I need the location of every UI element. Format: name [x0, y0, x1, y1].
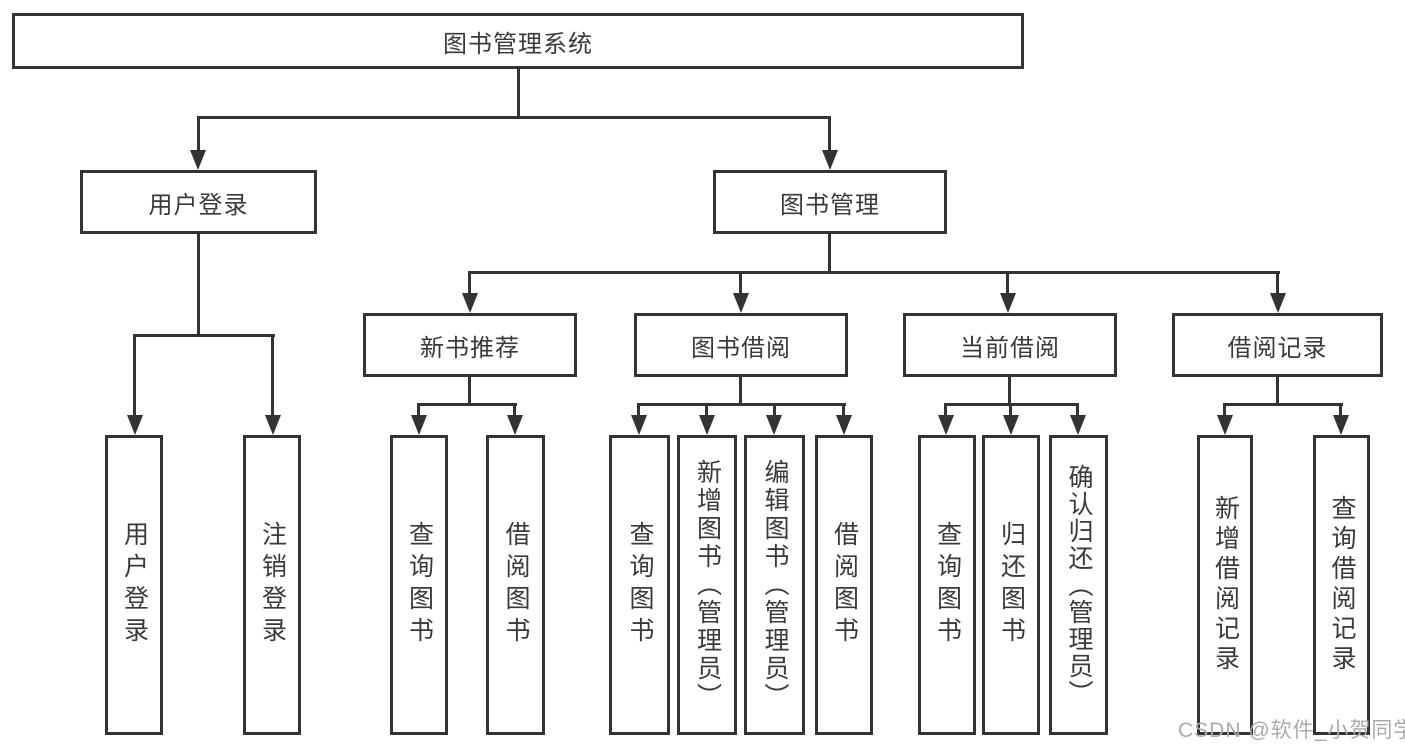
node-book-borrow: 图书借阅: [634, 313, 848, 377]
arrow-down-icon: [631, 415, 647, 435]
node-leaf-nb-query-books: 查询图书: [390, 435, 448, 735]
leaf-label: 用户登录: [120, 521, 149, 649]
connector-book-mgmt-rail: [469, 271, 1280, 274]
connector-to-br-query: [1339, 403, 1342, 417]
node-leaf-bb-edit-books-admin: 编辑图书（管理员）: [744, 435, 805, 735]
connector-to-nb-query: [417, 403, 420, 417]
arrow-down-icon: [190, 150, 206, 170]
connector-to-leaf-user-login: [133, 334, 136, 417]
connector-user-login-stem: [197, 234, 200, 337]
connector-to-nb-borrow: [513, 403, 516, 417]
arrow-down-icon: [1217, 415, 1233, 435]
arrow-down-icon: [733, 293, 749, 313]
connector-to-user-login: [197, 116, 200, 152]
leaf-label: 新增图书（管理员）: [693, 459, 722, 711]
node-book-management: 图书管理: [713, 170, 947, 234]
node-leaf-bb-query-books: 查询图书: [609, 435, 670, 735]
leaf-label: 查询借阅记录: [1328, 495, 1356, 675]
connector-to-current-borrow: [1006, 271, 1009, 295]
node-current-borrow: 当前借阅: [903, 313, 1117, 377]
connector-to-bb-edit: [773, 403, 776, 417]
arrow-down-icon: [127, 415, 143, 435]
watermark-text: CSDN @软件_小贺同学: [1178, 719, 1405, 742]
node-leaf-br-add-record: 新增借阅记录: [1197, 435, 1253, 735]
node-borrow-records: 借阅记录: [1172, 313, 1383, 377]
arrow-down-icon: [1270, 293, 1286, 313]
node-leaf-user-login: 用户登录: [105, 435, 163, 735]
connector-to-cb-query: [944, 403, 947, 417]
arrow-down-icon: [699, 415, 715, 435]
node-new-book-recommend: 新书推荐: [363, 313, 577, 377]
leaf-label: 借阅图书: [830, 521, 859, 649]
connector-root-rail: [197, 116, 831, 119]
node-root-library-system: 图书管理系统: [12, 13, 1024, 69]
connector-to-book-management: [828, 116, 831, 152]
connector-br-rail: [1223, 403, 1343, 406]
arrow-down-icon: [1333, 415, 1349, 435]
leaf-label: 查询图书: [626, 521, 654, 649]
node-leaf-bb-borrow-books: 借阅图书: [815, 435, 873, 735]
arrow-down-icon: [822, 150, 838, 170]
leaf-label: 查询图书: [933, 521, 962, 649]
arrow-down-icon: [1000, 293, 1016, 313]
leaf-label: 注销登录: [258, 521, 287, 649]
connector-to-new-book-recommend: [468, 271, 471, 295]
arrow-down-icon: [1003, 415, 1019, 435]
connector-cb-rail: [945, 403, 1079, 406]
node-leaf-cb-confirm-return-admin: 确认归还（管理员）: [1049, 435, 1108, 735]
connector-cb-stem: [1008, 377, 1011, 406]
connector-bb-rail: [638, 403, 846, 406]
node-leaf-bb-add-books-admin: 新增图书（管理员）: [677, 435, 737, 735]
connector-nb-rail: [417, 403, 517, 406]
connector-to-cb-confirm: [1076, 403, 1079, 417]
connector-br-stem: [1276, 377, 1279, 406]
arrow-down-icon: [836, 415, 852, 435]
connector-to-borrow-records: [1276, 271, 1279, 295]
node-leaf-br-query-record: 查询借阅记录: [1313, 435, 1370, 735]
connector-nb-stem: [468, 377, 471, 406]
leaf-label: 借阅图书: [502, 521, 530, 649]
arrow-down-icon: [462, 293, 478, 313]
arrow-down-icon: [507, 415, 523, 435]
connector-to-br-add: [1223, 403, 1226, 417]
arrow-down-icon: [265, 415, 281, 435]
connector-to-leaf-logout: [271, 334, 274, 417]
connector-bb-stem: [739, 377, 742, 406]
node-leaf-nb-borrow-books: 借阅图书: [486, 435, 545, 735]
arrow-down-icon: [938, 415, 954, 435]
arrow-down-icon: [411, 415, 427, 435]
connector-to-book-borrow: [739, 271, 742, 295]
connector-book-mgmt-stem: [828, 234, 831, 274]
connector-to-bb-add: [705, 403, 708, 417]
leaf-label: 新增借阅记录: [1211, 495, 1240, 675]
connector-to-cb-return: [1009, 403, 1012, 417]
connector-root-stem: [517, 69, 520, 118]
leaf-label: 确认归还（管理员）: [1065, 463, 1093, 707]
node-leaf-cb-return-books: 归还图书: [982, 435, 1040, 735]
node-user-login: 用户登录: [80, 170, 317, 234]
connector-to-bb-query: [637, 403, 640, 417]
arrow-down-icon: [1070, 415, 1086, 435]
node-leaf-cb-query-books: 查询图书: [918, 435, 976, 735]
connector-user-login-rail: [133, 334, 275, 337]
leaf-label: 查询图书: [405, 521, 434, 649]
node-leaf-logout: 注销登录: [243, 435, 301, 735]
leaf-label: 编辑图书（管理员）: [761, 459, 789, 711]
arrow-down-icon: [766, 415, 782, 435]
leaf-label: 归还图书: [997, 521, 1026, 649]
connector-to-bb-borrow: [842, 403, 845, 417]
